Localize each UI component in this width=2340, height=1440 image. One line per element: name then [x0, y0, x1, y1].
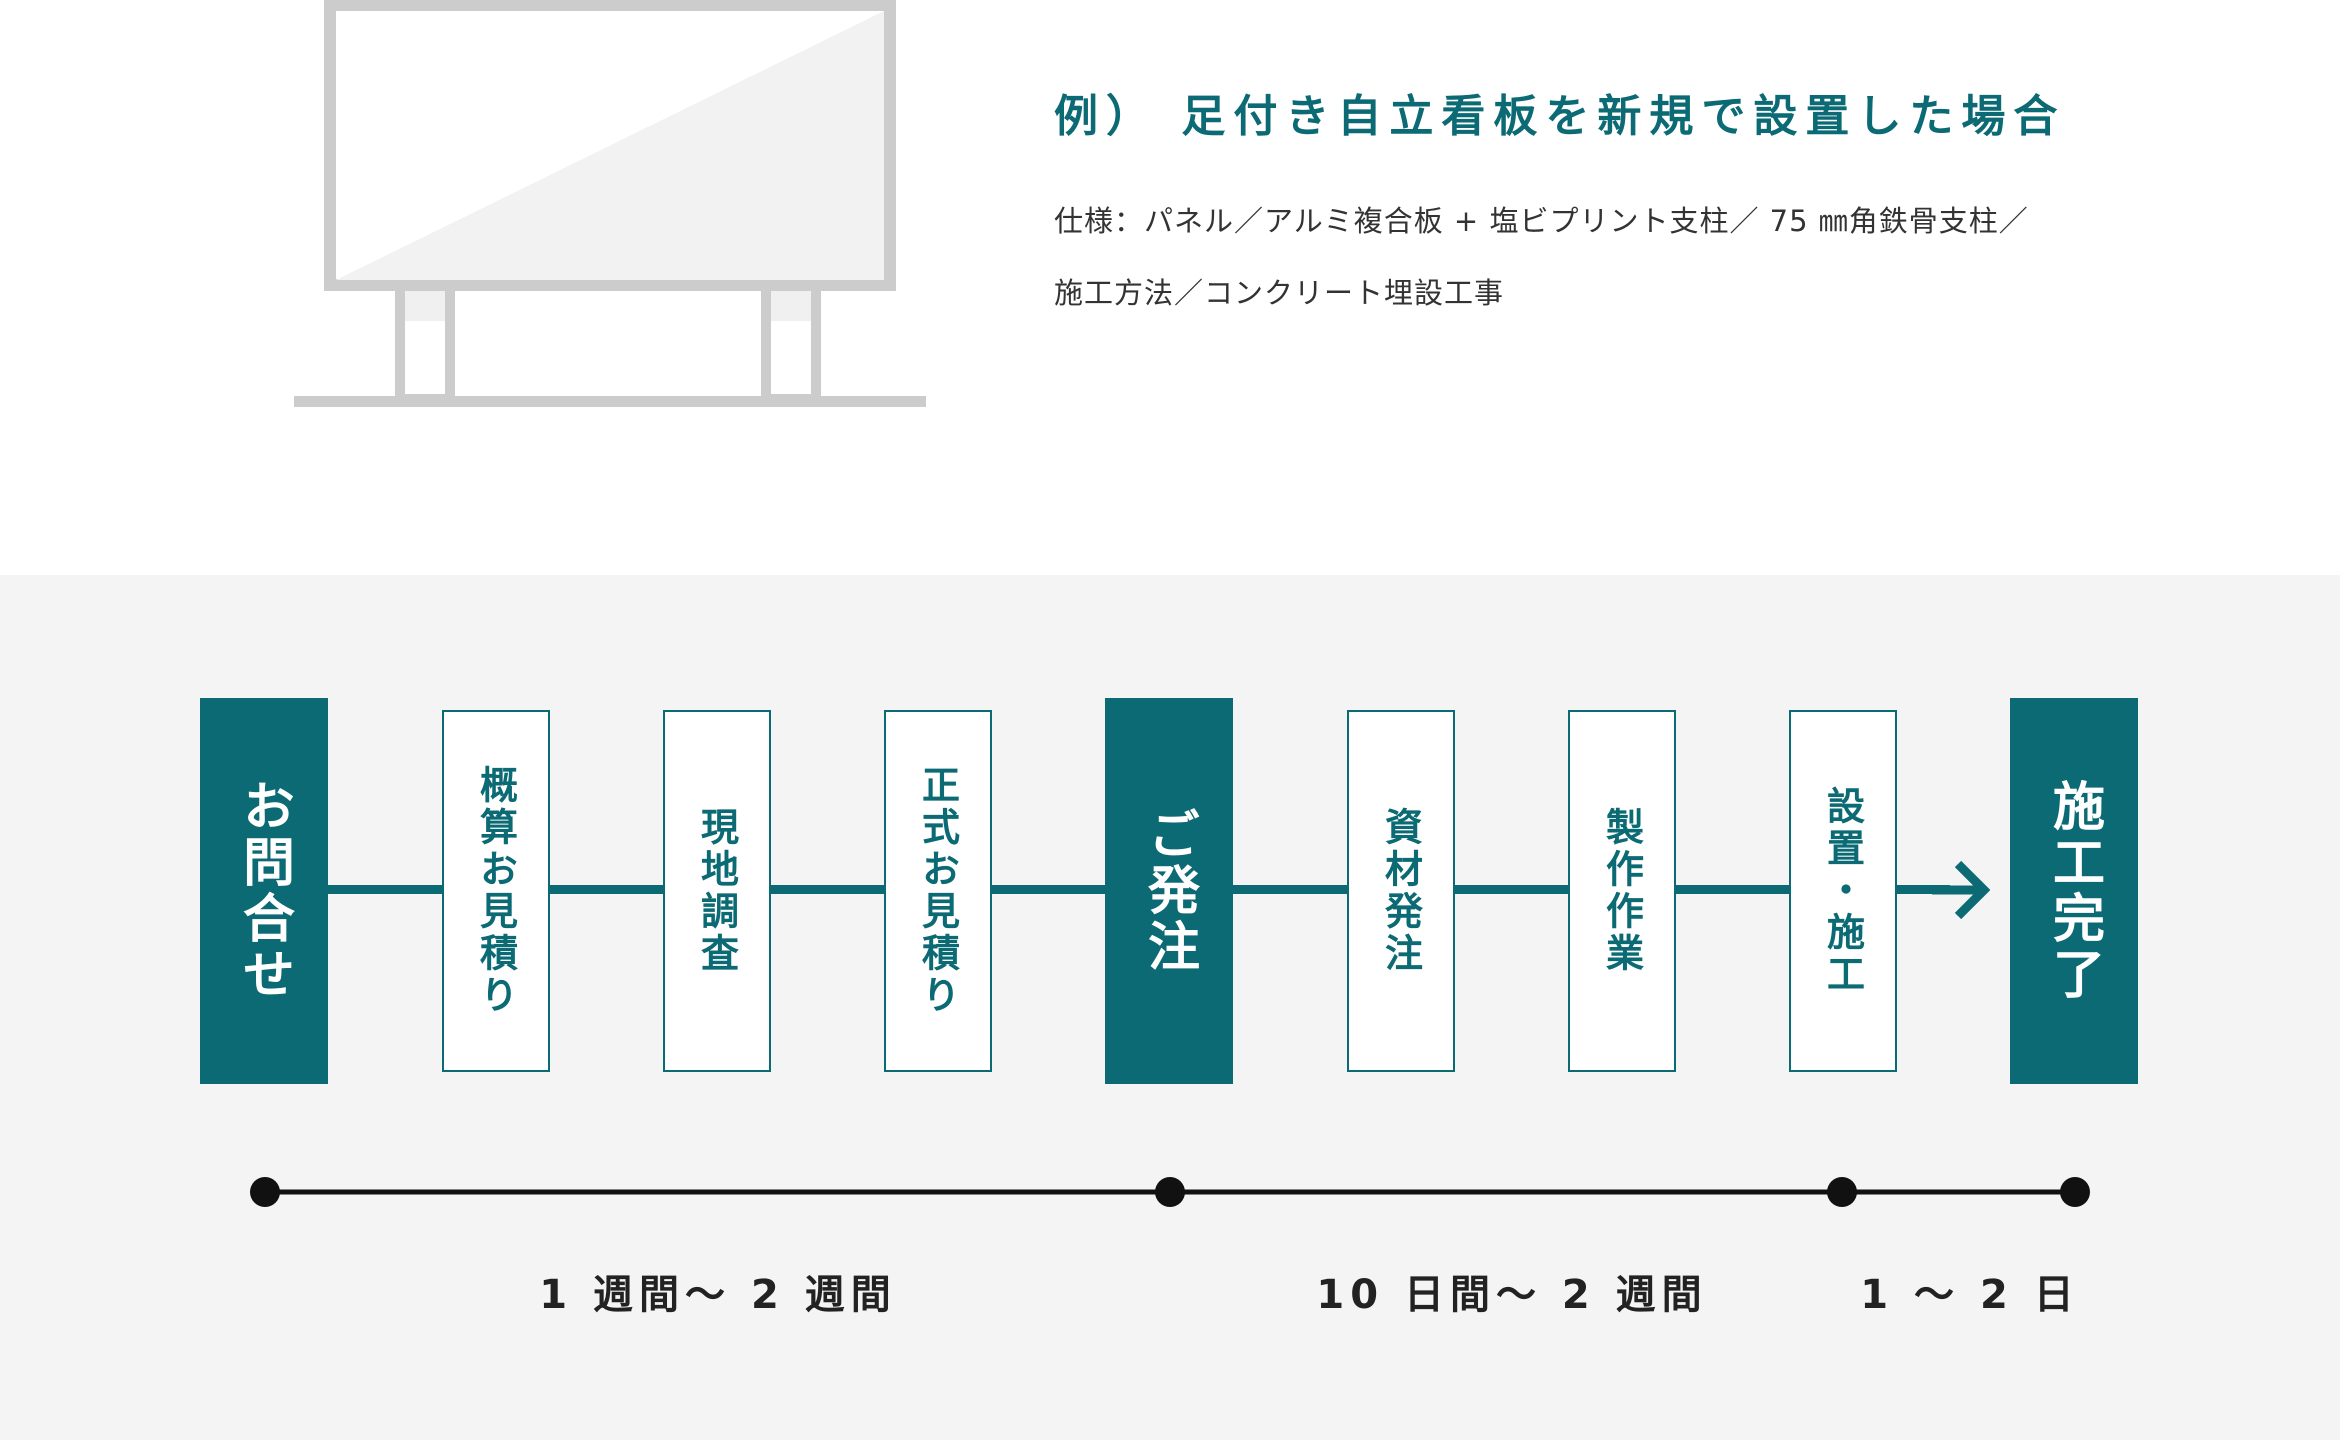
timeline-dot [250, 1177, 280, 1207]
sign-post-right-shade [771, 291, 811, 321]
step-formal-estimate: 正式お見積り [884, 710, 992, 1072]
timeline-dot [2060, 1177, 2090, 1207]
sign-panel-shine [336, 11, 884, 280]
spec-line-1: 仕様：パネル／アルミ複合板 + 塩ビプリント支柱／ 75 ㎜角鉄骨支柱／ [1054, 204, 2029, 238]
sign-post-left-shade [405, 291, 445, 321]
arrow-right-icon [1932, 860, 1990, 920]
step-label: 概算お見積り [473, 765, 518, 1017]
step-label: 正式お見積り [915, 765, 960, 1017]
step-completion: 施工完了 [2010, 698, 2138, 1084]
step-order: ご発注 [1105, 698, 1233, 1084]
step-label: 資材発注 [1378, 807, 1423, 975]
timeline-dot [1155, 1177, 1185, 1207]
step-rough-estimate: 概算お見積り [442, 710, 550, 1072]
example-title: 例） 足付き自立看板を新規で設置した場合 [1054, 91, 2066, 142]
step-installation: 設置・施工 [1789, 710, 1897, 1072]
step-label: 施工完了 [2043, 779, 2104, 1003]
step-label: お問合せ [233, 779, 294, 1003]
duration-label: 10 日間〜 2 週間 [1316, 1272, 1708, 1318]
duration-label: 1 週間〜 2 週間 [539, 1272, 897, 1318]
step-site-survey: 現地調査 [663, 710, 771, 1072]
step-label: ご発注 [1138, 807, 1199, 975]
spec-line-2: 施工方法／コンクリート埋設工事 [1054, 276, 1505, 310]
step-material-order: 資材発注 [1347, 710, 1455, 1072]
step-inquiry: お問合せ [200, 698, 328, 1084]
timeline [250, 1177, 2090, 1207]
step-label: 製作作業 [1599, 807, 1644, 975]
step-label: 設置・施工 [1820, 786, 1865, 996]
timeline-dot [1827, 1177, 1857, 1207]
step-label: 現地調査 [694, 807, 739, 975]
signboard-illustration [294, 0, 926, 407]
step-production: 製作作業 [1568, 710, 1676, 1072]
ground-line [294, 396, 926, 407]
duration-label: 1 〜 2 日 [1860, 1272, 2080, 1318]
